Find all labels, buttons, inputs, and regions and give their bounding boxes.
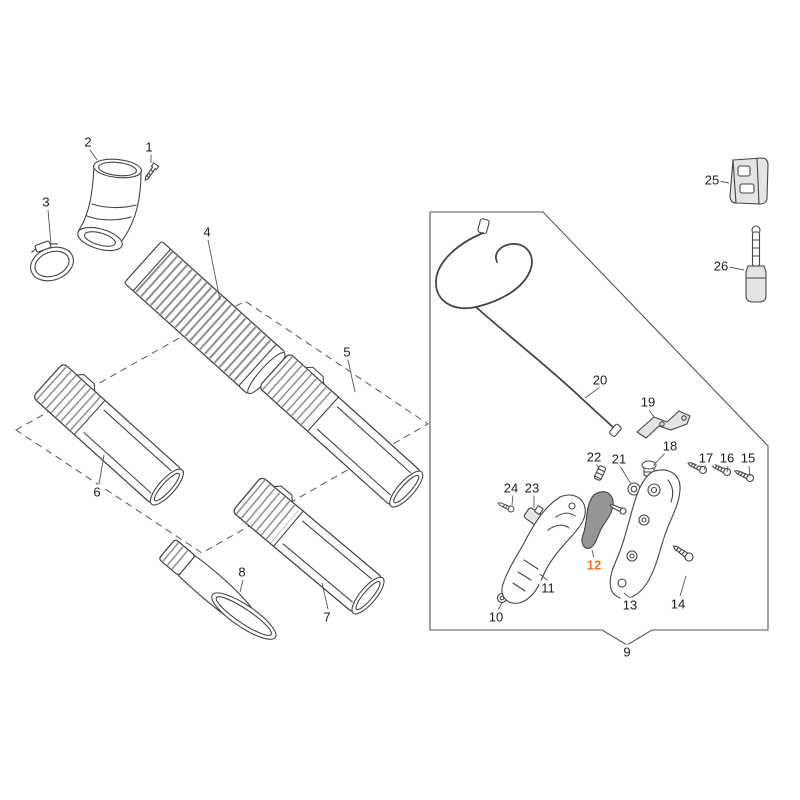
part-15-screw[interactable] xyxy=(734,468,755,483)
part-label-26[interactable]: 26 xyxy=(711,258,731,274)
part-7-tube[interactable] xyxy=(232,473,392,619)
part-11-handle-half[interactable] xyxy=(501,494,586,604)
leader-lines xyxy=(47,149,751,611)
part-14-screw[interactable] xyxy=(671,543,694,563)
part-label-4[interactable]: 4 xyxy=(201,224,213,240)
part-26-pin-tool[interactable] xyxy=(745,225,767,303)
part-17-screw[interactable] xyxy=(687,460,708,475)
part-5-tube[interactable] xyxy=(259,349,431,511)
part-label-21[interactable]: 21 xyxy=(609,451,629,467)
dashed-boundary xyxy=(15,300,429,554)
part-13-handle-half[interactable] xyxy=(609,469,681,600)
part-label-20[interactable]: 20 xyxy=(590,372,610,388)
part-label-18[interactable]: 18 xyxy=(660,438,680,454)
part-label-6[interactable]: 6 xyxy=(91,484,103,500)
trigger-screw xyxy=(609,504,627,515)
part-6-tube[interactable] xyxy=(33,359,192,509)
part-label-5[interactable]: 5 xyxy=(341,344,353,360)
part-24-screw[interactable] xyxy=(497,500,515,513)
part-label-2[interactable]: 2 xyxy=(82,134,94,150)
part-label-17[interactable]: 17 xyxy=(696,450,716,466)
part-label-14[interactable]: 14 xyxy=(668,596,688,612)
part-label-7[interactable]: 7 xyxy=(321,609,333,625)
part-label-22[interactable]: 22 xyxy=(584,449,604,465)
part-1-screw[interactable] xyxy=(143,162,160,182)
part-label-25[interactable]: 25 xyxy=(702,172,722,188)
part-label-19[interactable]: 19 xyxy=(638,394,658,410)
part-label-11[interactable]: 11 xyxy=(539,580,557,596)
part-label-12[interactable]: 12 xyxy=(584,557,604,573)
part-22-spring[interactable] xyxy=(593,465,607,481)
part-20-throttle-cable[interactable] xyxy=(435,218,622,437)
part-label-9[interactable]: 9 xyxy=(621,644,633,660)
part-3-clamp[interactable] xyxy=(23,235,78,287)
part-label-15[interactable]: 15 xyxy=(738,450,758,466)
part-label-8[interactable]: 8 xyxy=(236,564,248,580)
part-label-16[interactable]: 16 xyxy=(717,450,737,466)
part-label-24[interactable]: 24 xyxy=(501,480,521,496)
part-4-flex-hose[interactable] xyxy=(124,241,289,398)
part-label-13[interactable]: 13 xyxy=(620,597,640,613)
part-2-elbow[interactable] xyxy=(75,157,142,255)
part-label-1[interactable]: 1 xyxy=(143,139,155,155)
part-label-10[interactable]: 10 xyxy=(486,609,506,625)
part-label-23[interactable]: 23 xyxy=(522,480,542,496)
part-12-trigger[interactable] xyxy=(581,491,627,549)
part-25-bracket[interactable] xyxy=(729,157,769,205)
part-label-3[interactable]: 3 xyxy=(40,194,52,210)
part-19-cable-bracket[interactable] xyxy=(636,410,691,439)
part-8-nozzle[interactable] xyxy=(156,538,284,652)
assembly-9-boundary xyxy=(429,211,769,646)
